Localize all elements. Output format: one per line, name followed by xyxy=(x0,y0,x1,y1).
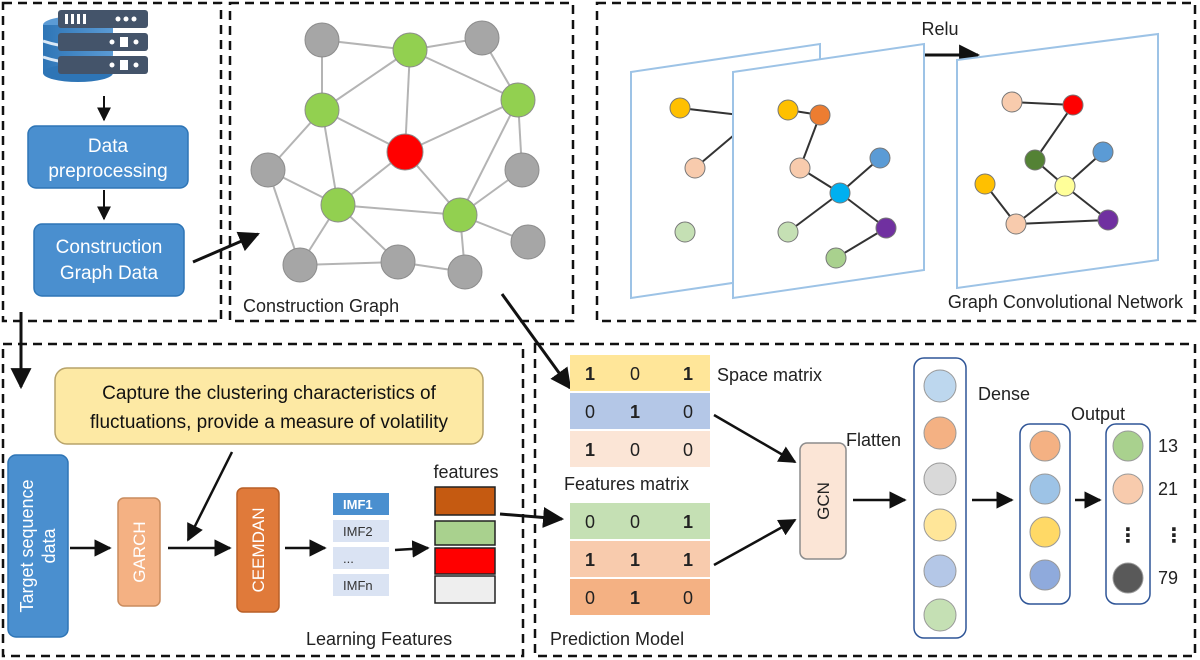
flatten-label: Flatten xyxy=(846,430,901,450)
imf-list: IMF1 IMF2 ... IMFn xyxy=(333,493,389,596)
database-server-icon xyxy=(42,10,148,82)
flatten-nodes xyxy=(923,369,957,632)
gcn-box xyxy=(799,442,847,560)
construction-graph-data-label-line2: Graph Data xyxy=(60,263,159,284)
arrow-features-to-model xyxy=(499,507,565,528)
target-sequence-box xyxy=(7,454,69,638)
output-value-2: 21 xyxy=(1158,479,1178,499)
svg-text:0: 0 xyxy=(630,440,640,460)
gcn-panel-frame xyxy=(595,1,1197,323)
data-preprocessing-box xyxy=(27,125,189,189)
construction-graph-data-box xyxy=(33,223,185,297)
imf-item-1 xyxy=(333,493,389,515)
svg-text:1: 1 xyxy=(630,402,640,422)
volatility-note-line2: fluctuations, provide a measure of volat… xyxy=(90,412,449,433)
data-preprocessing-label-line1: Data xyxy=(88,136,129,157)
gcn-layer-2 xyxy=(732,42,925,300)
svg-text:0: 0 xyxy=(585,402,595,422)
dense-nodes xyxy=(1029,430,1061,591)
space-matrix-label: Space matrix xyxy=(717,365,822,385)
features-panel-frame xyxy=(1,342,525,658)
garch-label: GARCH xyxy=(130,521,149,582)
garch-box xyxy=(117,497,161,607)
imf-item-1-label: IMF1 xyxy=(343,497,373,512)
output-label: Output xyxy=(1071,404,1125,424)
features-matrix-cells: 0 0 1 1 1 1 0 1 0 xyxy=(585,512,693,608)
relu-label: Relu xyxy=(921,19,958,39)
output-value-last: 79 xyxy=(1158,568,1178,588)
arrow-features-matrix-to-gcn xyxy=(713,518,797,567)
svg-text:1: 1 xyxy=(585,364,595,384)
svg-text:0: 0 xyxy=(683,440,693,460)
features-matrix xyxy=(570,503,710,615)
features-stack-label: features xyxy=(433,462,498,482)
svg-text:0: 0 xyxy=(630,512,640,532)
learning-features-caption: Learning Features xyxy=(306,629,452,649)
ceemdan-label: CEEMDAN xyxy=(249,507,268,592)
output-column xyxy=(1105,423,1151,605)
svg-text:1: 1 xyxy=(683,364,693,384)
svg-text:1: 1 xyxy=(585,550,595,570)
imf-item-3 xyxy=(333,547,389,569)
data-panel-frame xyxy=(1,1,223,323)
features-stack xyxy=(434,486,496,604)
construction-graph-data-label-line1: Construction xyxy=(56,237,163,258)
construction-graph-nodes xyxy=(250,20,546,290)
space-matrix-cells: 1 0 1 0 1 0 1 0 0 xyxy=(585,364,693,460)
model-panel-frame xyxy=(533,342,1197,658)
construction-graph-caption: Construction Graph xyxy=(243,296,399,316)
prediction-model-caption: Prediction Model xyxy=(550,629,684,649)
imf-item-3-label: ... xyxy=(343,551,354,566)
arrow-note-to-garch xyxy=(186,451,234,542)
gcn-network-caption: Graph Convolutional Network xyxy=(948,292,1184,312)
space-matrix xyxy=(570,355,710,467)
output-nodes xyxy=(1112,430,1144,594)
arrow-space-to-gcn xyxy=(713,413,797,464)
svg-text:1: 1 xyxy=(683,550,693,570)
svg-text:0: 0 xyxy=(683,588,693,608)
output-value-1: 13 xyxy=(1158,436,1178,456)
arrow-graph-to-model xyxy=(500,293,572,390)
graph-panel-frame xyxy=(228,1,575,323)
svg-text:1: 1 xyxy=(630,588,640,608)
gcn-layer-3 xyxy=(956,32,1159,290)
features-matrix-label: Features matrix xyxy=(564,474,689,494)
imf-item-2 xyxy=(333,520,389,542)
arrow-construct-to-graph xyxy=(192,231,260,264)
target-sequence-label-line1: Target sequence xyxy=(17,479,37,612)
output-ellipsis: ⋮ xyxy=(1118,525,1138,547)
svg-text:1: 1 xyxy=(630,550,640,570)
volatility-note-box xyxy=(54,367,484,445)
dense-column xyxy=(1019,423,1071,605)
target-sequence-label-line2: data xyxy=(39,528,59,564)
gcn-box-label: GCN xyxy=(814,482,833,520)
volatility-note-line1: Capture the clustering characteristics o… xyxy=(102,383,436,404)
svg-text:1: 1 xyxy=(585,440,595,460)
imf-item-2-label: IMF2 xyxy=(343,524,373,539)
imf-item-4-label: IMFn xyxy=(343,578,373,593)
svg-text:0: 0 xyxy=(683,402,693,422)
imf-item-4 xyxy=(333,574,389,596)
arrow-imf-to-features xyxy=(394,540,430,558)
svg-text:1: 1 xyxy=(683,512,693,532)
output-value-ellipsis: ⋮ xyxy=(1164,525,1184,547)
svg-text:0: 0 xyxy=(630,364,640,384)
ceemdan-box xyxy=(236,487,280,613)
svg-text:0: 0 xyxy=(585,512,595,532)
dense-label: Dense xyxy=(978,384,1030,404)
svg-text:0: 0 xyxy=(585,588,595,608)
data-preprocessing-label-line2: preprocessing xyxy=(48,161,167,182)
